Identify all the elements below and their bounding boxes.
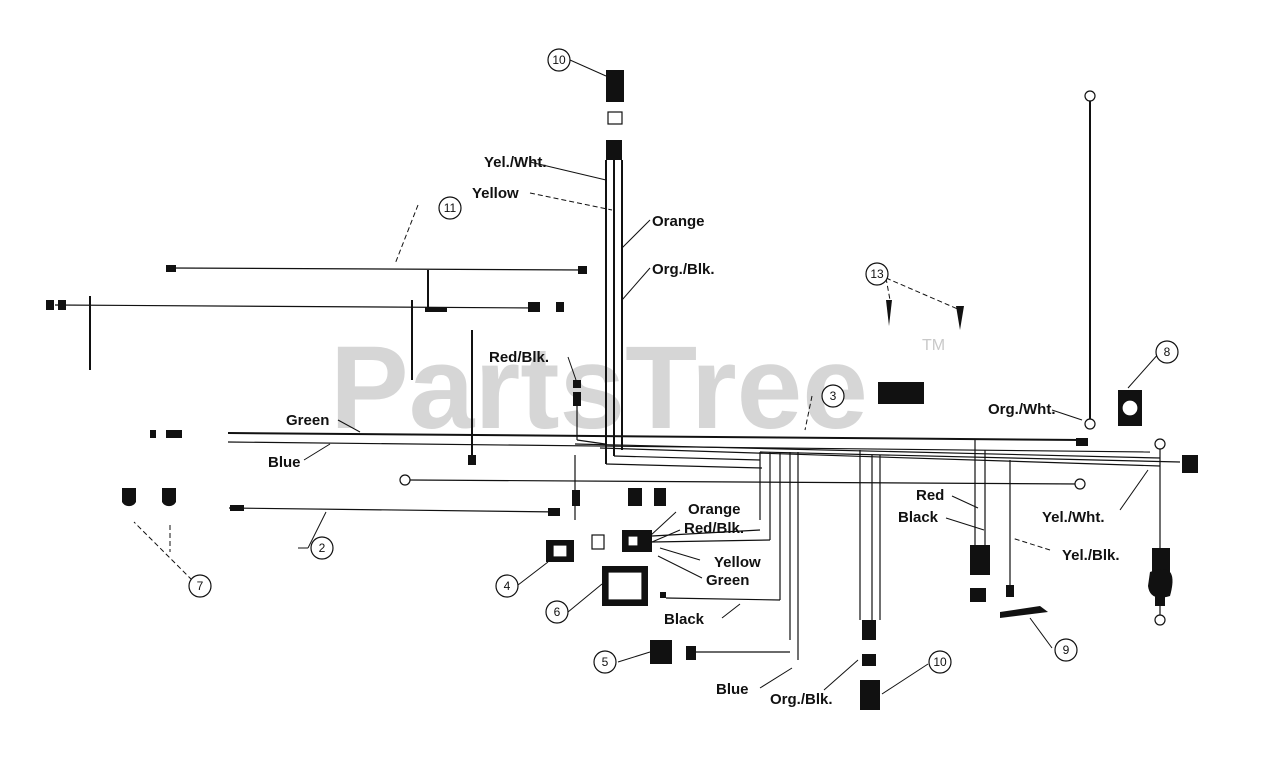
label-red-blk-left: Red/Blk. (489, 349, 549, 366)
label-green-mid: Green (706, 572, 749, 589)
callout-4: 4 (495, 574, 519, 598)
label-yellow-top: Yellow (472, 185, 519, 202)
callout-9: 9 (1054, 638, 1078, 662)
callout-10-bottom: 10 (928, 650, 952, 674)
callout-2: 2 (310, 536, 334, 560)
label-org-wht-right: Org./Wht. (988, 401, 1056, 418)
switch-modules (546, 488, 790, 664)
center-drops (572, 450, 881, 660)
headlight-harness (46, 265, 587, 380)
red-blk-connector (573, 380, 606, 445)
callout-6: 6 (545, 600, 569, 624)
watermark-trademark: TM (922, 337, 945, 354)
label-red-right: Red (916, 487, 944, 504)
svg-text:5: 5 (602, 655, 609, 669)
label-black-mid: Black (664, 611, 705, 628)
wire-labels: Yel./Wht. Yellow Orange Org./Blk. Red/Bl… (268, 154, 1120, 708)
svg-text:13: 13 (870, 267, 884, 281)
watermark: PartsTree (330, 322, 868, 454)
svg-text:3: 3 (830, 389, 837, 403)
label-yel-wht-top: Yel./Wht. (484, 154, 547, 171)
label-red-blk-mid: Red/Blk. (684, 520, 744, 537)
svg-text:10: 10 (933, 655, 947, 669)
callout-7: 7 (188, 574, 212, 598)
svg-text:2: 2 (319, 541, 326, 555)
callout-3: 3 (821, 384, 845, 408)
svg-text:11: 11 (444, 201, 457, 215)
callout-11: 11 (438, 196, 462, 220)
callout-13: 13 (865, 262, 889, 286)
label-orange-mid: Orange (688, 501, 741, 518)
callout-8: 8 (1155, 340, 1179, 364)
label-yel-blk-right: Yel./Blk. (1062, 547, 1120, 564)
svg-text:10: 10 (552, 53, 566, 67)
label-blue-bottom: Blue (716, 681, 749, 698)
label-orange-top: Orange (652, 213, 705, 230)
bulbs (122, 488, 561, 516)
label-yellow-mid: Yellow (714, 554, 761, 571)
svg-text:8: 8 (1164, 345, 1171, 359)
label-blue-left: Blue (268, 454, 301, 471)
callout-10-top: 10 (547, 48, 571, 72)
svg-text:7: 7 (197, 579, 204, 593)
svg-text:4: 4 (504, 579, 511, 593)
svg-text:9: 9 (1063, 643, 1070, 657)
callouts: 10 11 13 8 3 2 7 4 (188, 48, 1179, 674)
label-green-left: Green (286, 412, 329, 429)
callout-5: 5 (593, 650, 617, 674)
svg-text:6: 6 (554, 605, 561, 619)
vertical-trunk (605, 70, 763, 469)
label-yel-wht-right: Yel./Wht. (1042, 509, 1105, 526)
label-org-blk-bottom: Org./Blk. (770, 691, 833, 708)
label-black-right: Black (898, 509, 939, 526)
label-org-blk-top: Org./Blk. (652, 261, 715, 278)
leader-lines (133, 59, 1161, 695)
